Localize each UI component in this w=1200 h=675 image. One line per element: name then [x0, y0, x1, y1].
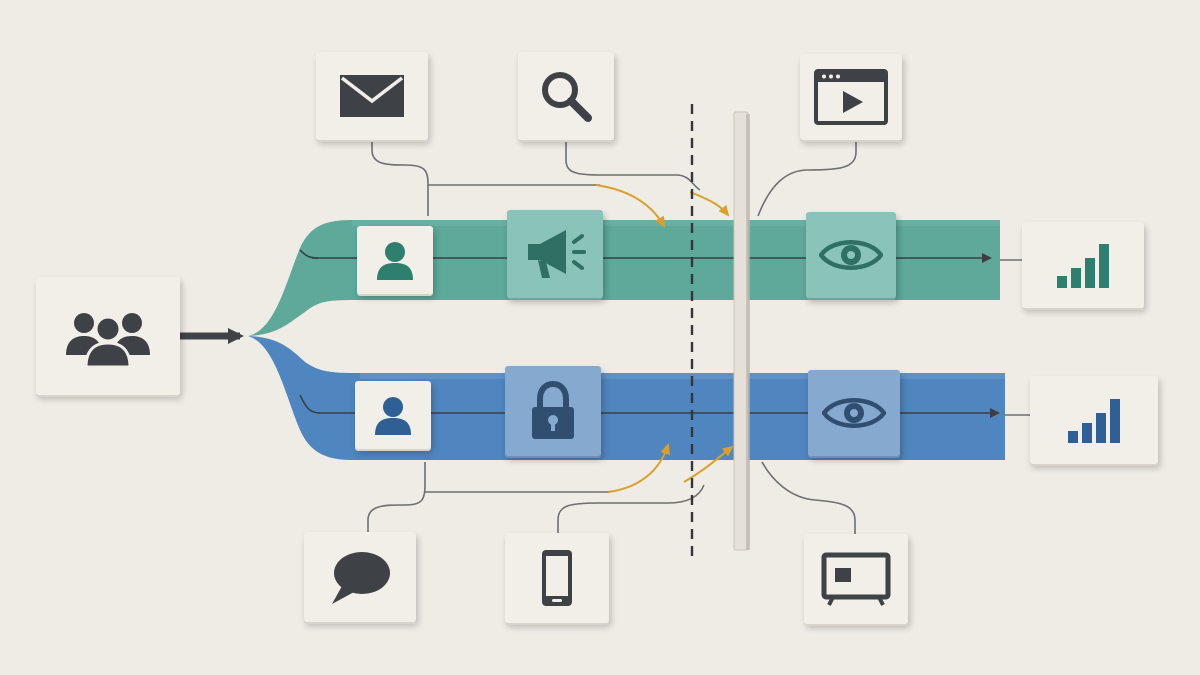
chat-channel-card: [304, 532, 416, 622]
top-megaphone-stage-card: [507, 210, 603, 298]
video-channel-card: [800, 54, 902, 140]
top-person-stage-card: [357, 226, 433, 294]
people-group-icon: [66, 313, 150, 369]
bottom-eye-stage-card: [808, 370, 900, 456]
envelope-connector: [371, 140, 429, 216]
video-player-icon: [814, 69, 888, 125]
top-lane-flow-start: [299, 249, 319, 259]
bottom-result-card: [1030, 376, 1158, 464]
tv-channel-card: [804, 534, 908, 624]
speech-bubble-icon: [332, 552, 390, 604]
top-gold-arrow-1: [595, 184, 665, 228]
top-result-card: [1022, 222, 1144, 308]
email-channel-card: [316, 52, 428, 140]
video-connector: [757, 141, 857, 217]
top-lane-highlight: [352, 220, 1000, 226]
bottom-padlock-stage-card: [505, 366, 601, 456]
eye-icon: [819, 240, 883, 270]
bottom-gold-arrow-2: [683, 445, 734, 483]
bottom-lane-highlight: [360, 373, 1005, 379]
smartphone-connector: [557, 484, 705, 533]
person-icon: [377, 242, 413, 280]
envelope-icon: [340, 75, 404, 117]
solid-barrier-shadow: [746, 114, 750, 550]
top-eye-stage-card: [806, 212, 896, 298]
audience-source-card: [36, 277, 180, 395]
bottom-gold-arrow-1: [607, 443, 671, 493]
tv-monitor-icon: [821, 552, 891, 606]
solid-barrier: [733, 111, 749, 551]
padlock-icon: [532, 381, 574, 439]
megaphone-icon: [528, 230, 586, 278]
speech-connector: [367, 462, 426, 532]
person-icon: [375, 397, 411, 435]
bar-chart-icon: [1057, 244, 1109, 288]
smartphone-icon: [542, 550, 572, 606]
bar-chart-icon: [1068, 399, 1120, 443]
bottom-person-stage-card: [355, 381, 431, 449]
tv-connector: [761, 461, 856, 534]
search-channel-card: [518, 52, 614, 140]
magnifier-connector: [565, 141, 701, 191]
eye-icon: [822, 398, 886, 428]
magnifier-icon: [542, 72, 592, 122]
top-gold-arrow-2: [689, 191, 730, 217]
mobile-channel-card: [505, 533, 609, 623]
bottom-lane-flow-start: [299, 394, 321, 414]
